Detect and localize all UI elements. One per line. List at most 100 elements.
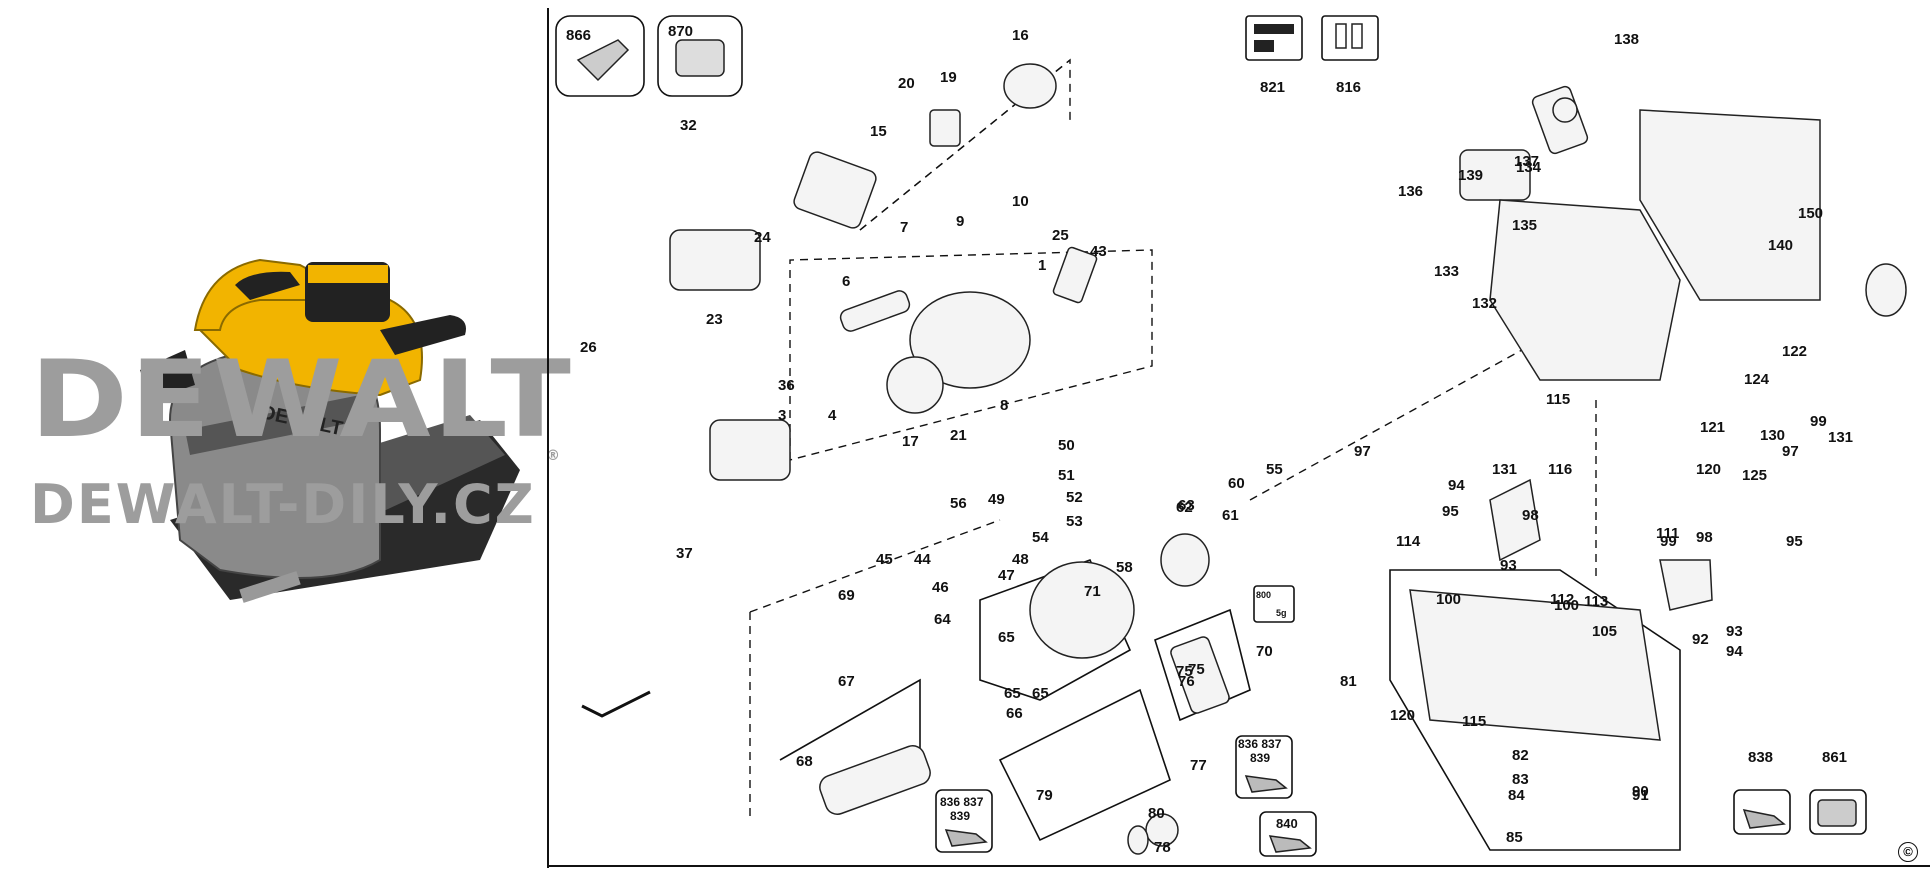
part-callout: 98 (1696, 529, 1713, 546)
part-callout: 100 (1554, 597, 1579, 614)
part-callout: 80 (1148, 805, 1165, 822)
part-callout: 58 (1116, 559, 1133, 576)
part-callout: 115 (1546, 391, 1570, 408)
part-callout: 1 (1038, 257, 1046, 274)
part-callout: 136 (1398, 183, 1423, 200)
part-callout: 21 (950, 427, 967, 444)
part-callout: 116 (1548, 461, 1572, 478)
kit-label-821: 821 (1260, 79, 1285, 96)
part-callout: 55 (1266, 461, 1283, 478)
part-callout: 135 (1512, 217, 1537, 234)
part-callout: 25 (1052, 227, 1069, 244)
part-callout: 49 (988, 491, 1005, 508)
part-callout: 138 (1614, 31, 1639, 48)
part-callout: 95 (1786, 533, 1803, 550)
part-callout: 68 (796, 753, 813, 770)
kit-label-836a-839: 839 (950, 809, 970, 823)
part-callout: 51 (1058, 467, 1075, 484)
part-callout: 4 (828, 407, 837, 424)
watermark-website: DEWALT-DILY.CZ (30, 473, 536, 536)
part-callout: 132 (1472, 295, 1497, 312)
part-callout: 137 (1514, 153, 1539, 170)
part-callout: 91 (1632, 787, 1649, 804)
part-callout: 133 (1434, 263, 1459, 280)
kit-label-861: 861 (1822, 749, 1847, 766)
part-callout: 124 (1744, 371, 1770, 388)
part-callout: 100 (1436, 591, 1461, 608)
part-callout: 69 (838, 587, 855, 604)
part-callout: 120 (1390, 707, 1415, 724)
part-callout: 134 (1516, 159, 1542, 176)
part-callout: 84 (1508, 787, 1525, 804)
part-callout: 105 (1592, 623, 1617, 640)
kit-label-816: 816 (1336, 79, 1361, 96)
part-callout: 97 (1782, 443, 1799, 460)
part-callout: 44 (914, 551, 931, 568)
part-callout: 54 (1032, 529, 1049, 546)
part-callout: 52 (1066, 489, 1083, 506)
kit-label-838: 838 (1748, 749, 1773, 766)
part-callout: 64 (934, 611, 951, 628)
kit-box-816 (1321, 15, 1379, 61)
product-photo-panel: DEWALT DEWALT DEWALT-DILY.CZ ® (0, 0, 571, 876)
part-callout: 97 (1354, 443, 1371, 460)
part-callout: 112 (1550, 591, 1574, 608)
part-callout: 82 (1512, 747, 1529, 764)
part-callout: 111 (1656, 525, 1679, 542)
part-callout: 131 (1492, 461, 1517, 478)
kit-box-821 (1245, 15, 1303, 61)
part-callout: 98 (1522, 507, 1539, 524)
part-callout: 94 (1448, 477, 1465, 494)
part-callout: 75 (1188, 661, 1205, 678)
part-callout: 43 (1090, 243, 1107, 260)
part-callout: 113 (1584, 593, 1608, 610)
part-callout: 6 (842, 273, 850, 290)
part-callout: 65 (1032, 685, 1049, 702)
part-callout: 99 (1810, 413, 1827, 430)
part-callout: 130 (1760, 427, 1785, 444)
part-callout: 93 (1726, 623, 1743, 640)
kit-label-836b: 836 837 (1238, 737, 1282, 751)
part-callout: 93 (1500, 557, 1517, 574)
part-callout: 8 (1000, 397, 1008, 414)
part-callout: 115 (1462, 713, 1486, 730)
copyright-mark: © (1898, 842, 1918, 862)
part-callout: 37 (676, 545, 693, 562)
part-callout: 56 (950, 495, 967, 512)
part-callout: 85 (1506, 829, 1523, 846)
part-callout: 92 (1692, 631, 1709, 648)
part-callout: 20 (898, 75, 915, 92)
part-callout: 139 (1458, 167, 1483, 184)
part-callout: 120 (1696, 461, 1721, 478)
part-callout: 19 (940, 69, 957, 86)
part-callout: 131 (1828, 429, 1853, 446)
part-callout: 70 (1256, 643, 1273, 660)
kit-box-838 (1733, 789, 1791, 835)
kit-label-800-5g: 5g (1276, 608, 1287, 618)
part-callout: 78 (1154, 839, 1171, 856)
part-callout: 16 (1012, 27, 1029, 44)
part-callout: 90 (1632, 783, 1649, 800)
part-callout: 66 (1006, 705, 1023, 722)
part-callout: 24 (754, 229, 771, 246)
circular-saw-illustration: DEWALT (140, 258, 520, 603)
part-callout: 3 (778, 407, 786, 424)
part-callout: 77 (1190, 757, 1207, 774)
part-callout: 60 (1228, 475, 1245, 492)
part-callout: 45 (876, 551, 893, 568)
part-callout: 99 (1660, 533, 1677, 550)
kit-label-836b-839: 839 (1250, 751, 1270, 765)
part-callout: 50 (1058, 437, 1075, 454)
kit-label-870: 870 (668, 23, 693, 40)
part-callout: 46 (932, 579, 949, 596)
part-callout: 61 (1222, 507, 1239, 524)
kit-label-840: 840 (1276, 816, 1298, 831)
part-callout: 71 (1084, 583, 1101, 600)
part-callout: 9 (956, 213, 964, 230)
part-callout: 83 (1512, 771, 1529, 788)
part-callout: 122 (1782, 343, 1807, 360)
part-callout: 17 (902, 433, 919, 450)
part-callout: 36 (778, 377, 795, 394)
